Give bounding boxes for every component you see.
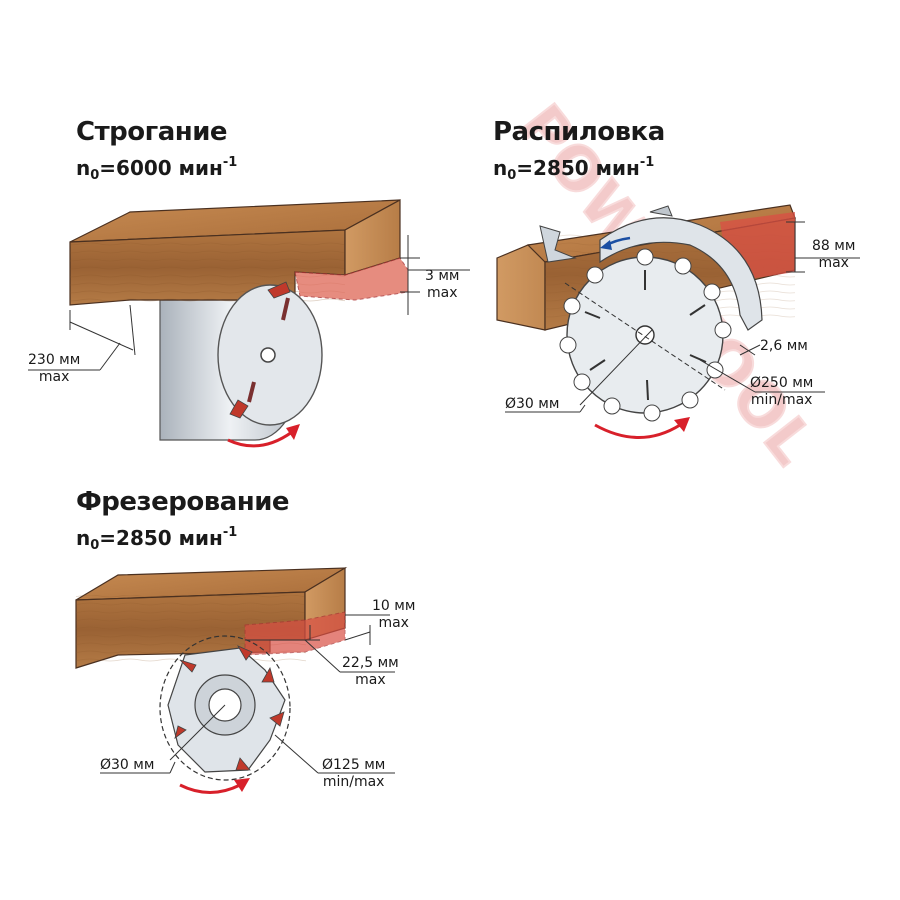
speed-symbol: n <box>76 526 91 550</box>
dimension-value: Ø30 мм <box>505 396 560 412</box>
sawing-diameter-dimension: Ø250 мм min/max <box>750 375 813 409</box>
milling-depth-dimension: 10 мм max <box>372 598 415 632</box>
dimension-value: 3 мм <box>425 268 460 284</box>
dimension-note: max <box>818 255 849 271</box>
blade-bore <box>635 325 655 345</box>
rotation-arrow <box>227 430 293 448</box>
dimension-note: min/max <box>322 774 385 790</box>
milling-speed: n0=2850 мин-1 <box>76 525 237 553</box>
speed-value: =2850 мин <box>99 526 223 550</box>
rotation-arrow <box>179 783 241 794</box>
planer-knife <box>267 281 291 299</box>
planing-depth-dimension: 3 мм max <box>425 268 459 302</box>
dimension-value: 22,5 мм <box>342 655 399 671</box>
sawing-illustration <box>496 204 860 439</box>
speed-symbol: n <box>76 156 91 180</box>
rotation-arrow <box>594 423 681 439</box>
speed-subscript: 0 <box>90 538 100 553</box>
dimension-value: 88 мм <box>812 238 856 254</box>
dimension-value: Ø30 мм <box>100 757 155 773</box>
speed-exponent: -1 <box>222 155 238 170</box>
dimension-note: max <box>378 615 409 631</box>
milling-width-dimension: 22,5 мм max <box>342 655 399 689</box>
planing-illustration <box>28 198 470 448</box>
milling-bore-dimension: Ø30 мм <box>100 757 154 774</box>
milling-title: Фрезерование <box>76 487 290 517</box>
speed-exponent: -1 <box>639 155 655 170</box>
dimension-value: 10 мм <box>372 598 416 614</box>
planing-title: Строгание <box>76 117 228 147</box>
sawing-title: Распиловка <box>493 117 665 147</box>
sawing-speed: n0=2850 мин-1 <box>493 155 654 183</box>
dimension-note: max <box>38 369 70 385</box>
speed-exponent: -1 <box>222 525 238 540</box>
saw-teeth <box>559 248 732 422</box>
dimension-note: min/max <box>750 392 813 408</box>
dimension-note: max <box>355 672 386 688</box>
drum-axle <box>260 347 276 363</box>
dimension-value: Ø125 мм <box>322 757 386 773</box>
speed-subscript: 0 <box>507 168 517 183</box>
dimension-value: 2,6 мм <box>760 338 808 354</box>
planer-knife <box>229 399 249 419</box>
speed-value: =2850 мин <box>516 156 640 180</box>
planing-speed: n0=6000 мин-1 <box>76 155 237 183</box>
planing-width-dimension: 230 мм max <box>28 352 80 386</box>
milling-diameter-dimension: Ø125 мм min/max <box>322 757 385 791</box>
milling-illustration <box>75 566 395 794</box>
speed-subscript: 0 <box>90 168 100 183</box>
speed-symbol: n <box>493 156 508 180</box>
dimension-note: max <box>426 285 458 301</box>
sawing-kerf-dimension: 2,6 мм <box>760 338 808 355</box>
dimension-value: 230 мм <box>28 352 81 368</box>
speed-value: =6000 мин <box>99 156 223 180</box>
dimension-value: Ø250 мм <box>750 375 814 391</box>
cutter-orbit <box>159 635 291 781</box>
blade-guard <box>599 217 763 331</box>
sawing-depth-dimension: 88 мм max <box>812 238 855 272</box>
sawing-bore-dimension: Ø30 мм <box>505 396 559 413</box>
